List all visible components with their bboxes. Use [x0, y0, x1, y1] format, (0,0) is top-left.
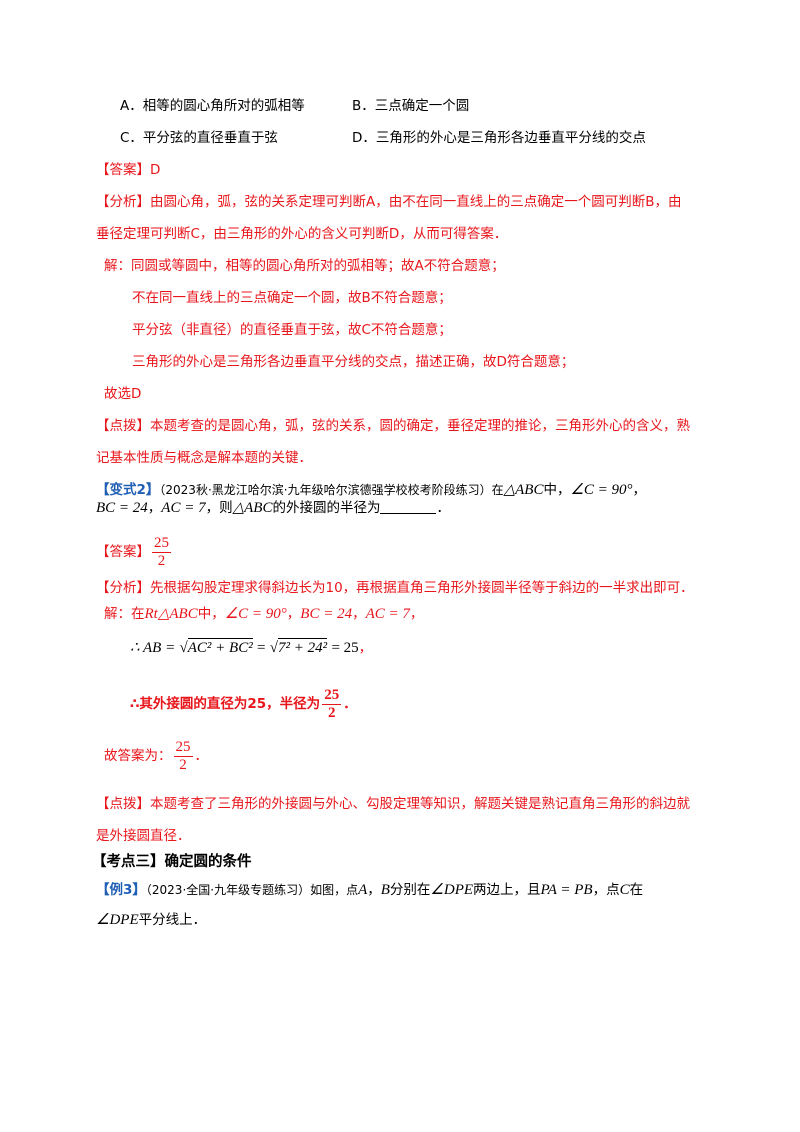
text-sides: 两边上，且	[473, 882, 541, 898]
bc-eq: BC = 24	[96, 500, 148, 516]
option-d: D．三角形的外心是三角形各边垂直平分线的交点	[352, 130, 646, 146]
example-source: （2023·全国·九年级专题练习）如图，点	[145, 883, 359, 897]
bc-eq: BC = 24	[300, 606, 353, 622]
q2-analysis: 【分析】先根据勾股定理求得斜边长为10，再根据直角三角形外接圆半径等于斜边的一半…	[96, 578, 694, 598]
q1-analysis-line2: 垂径定理可判断C，由三角形的外心的含义可判断D，从而可得答案．	[96, 226, 508, 242]
q3-question-line1: 【例3】（2023·全国·九年级专题练习）如图，点A，B分别在∠DPE两边上，且…	[96, 880, 643, 900]
sqrt-sign-2: √	[269, 640, 279, 656]
q2-tip-line2: 是外接圆直径．	[96, 828, 191, 844]
separator: ，	[367, 882, 381, 898]
equals: =	[257, 640, 266, 656]
angle-c-eq: ∠C = 90°	[570, 482, 633, 498]
analysis-tag: 【分析】	[96, 194, 150, 210]
equals-25: = 25	[331, 640, 359, 656]
q2-question-line2: BC = 24，AC = 7，则△ABC的外接圆的半径为 ．	[96, 498, 450, 518]
variant-tag: 【变式2】	[96, 482, 160, 498]
answer-tag: 【答案】	[96, 544, 150, 560]
bisector-text: 平分线上．	[138, 912, 207, 928]
radicand-1: AC² + BC²	[187, 638, 253, 656]
triangle-abc-2: △ABC	[232, 500, 273, 516]
comma: ，	[286, 606, 301, 622]
example-tag: 【例3】	[96, 882, 146, 898]
q1-analysis-line1: 【分析】由圆心角，弧，弦的关系定理可判断A，由不在同一直线上的三点确定一个圆可判…	[96, 192, 682, 212]
text-in: 中，	[543, 482, 571, 498]
solution-prefix: 解：在	[104, 606, 145, 622]
tip-tag: 【点拨】	[96, 796, 150, 812]
q1-solution-1: 解：同圆或等圆中，相等的圆心角所对的弧相等；故A不符合题意；	[104, 258, 505, 274]
q1-answer: 【答案】D	[96, 160, 160, 180]
option-b: B．三点确定一个圆	[352, 98, 470, 114]
point-c: C	[619, 882, 630, 898]
q1-tip-line1: 【点拨】本题考查的是圆心角，弧，弦的关系，圆的确定，垂径定理的推论，三角形外心的…	[96, 416, 690, 436]
text-then: ，则	[205, 500, 233, 516]
comma: ，	[352, 606, 366, 622]
sqrt-sign: √	[179, 640, 188, 656]
tip-text: 本题考查的是圆心角，弧，弦的关系，圆的确定，垂径定理的推论，三角形外心的含义，熟	[150, 418, 690, 434]
q1-solution-5: 故选D	[104, 386, 142, 402]
section-heading: 【考点三】确定圆的条件	[92, 854, 252, 870]
comma: ，	[358, 640, 373, 656]
comma: ，	[147, 500, 162, 516]
q2-tip-line1: 【点拨】本题考查了三角形的外接圆与外心、勾股定理等知识，解题关键是熟记直角三角形…	[96, 794, 690, 814]
period: ．	[343, 696, 357, 712]
q1-solution-3: 平分弦（非直径）的直径垂直于弦，故C不符合题意；	[132, 322, 452, 338]
q2-pythagoras: ∴ AB = √AC² + BC² = √7² + 24² = 25，	[130, 636, 372, 660]
final-text: 故答案为：	[104, 748, 172, 764]
analysis-tag: 【分析】	[96, 580, 150, 596]
option-a: A．相等的圆心角所对的弧相等	[120, 98, 305, 114]
point-b: B	[380, 882, 390, 898]
fraction-denominator: 2	[157, 552, 166, 569]
comma: ，	[632, 482, 647, 498]
text-in: 中，	[197, 606, 225, 622]
period: ．	[436, 500, 450, 516]
therefore-ab: ∴ AB =	[130, 640, 176, 656]
q2-question-line1: 【变式2】（2023秋·黑龙江哈尔滨·九年级哈尔滨德强学校校考阶段练习）在△AB…	[96, 480, 646, 500]
fraction-numerator: 25	[322, 686, 342, 705]
point-a: A	[358, 882, 368, 898]
comma: ，	[409, 606, 424, 622]
text-point: ，点	[592, 882, 620, 898]
radicand-2: 7² + 24²	[278, 638, 328, 656]
angle-dpe-2: ∠DPE	[96, 912, 139, 928]
period: ．	[194, 748, 209, 764]
text-on: 分别在	[389, 882, 431, 898]
analysis-text: 先根据勾股定理求得斜边长为10，再根据直角三角形外接圆半径等于斜边的一半求出即可…	[150, 580, 694, 596]
q1-solution-2: 不在同一直线上的三点确定一个圆，故B不符合题意；	[132, 290, 452, 306]
fraction-numerator: 25	[173, 738, 193, 757]
angle-c-eq: ∠C = 90°	[224, 606, 287, 622]
conclusion-text: ∴其外接圆的直径为25，半径为	[130, 696, 321, 712]
fraction-numerator: 25	[152, 534, 171, 553]
variant-source: （2023秋·黑龙江哈尔滨·九年级哈尔滨德强学校校考阶段练习）在	[159, 483, 504, 497]
q1-solution-4: 三角形的外心是三角形各边垂直平分线的交点，描述正确，故D符合题意；	[132, 354, 575, 370]
rt-triangle: Rt△ABC	[144, 606, 198, 622]
ac-eq: AC = 7	[365, 606, 410, 622]
tip-text: 本题考查了三角形的外接圆与外心、勾股定理等知识，解题关键是熟记直角三角形的斜边就	[150, 796, 690, 812]
fraction-denominator: 2	[327, 704, 336, 721]
angle-dpe: ∠DPE	[430, 882, 474, 898]
answer-blank	[380, 499, 437, 514]
fraction-denominator: 2	[179, 756, 187, 773]
answer-tag: 【答案】	[96, 162, 150, 178]
analysis-text: 由圆心角，弧，弦的关系定理可判断A，由不在同一直线上的三点确定一个圆可判断B，由	[150, 194, 682, 210]
triangle-abc: △ABC	[503, 482, 544, 498]
ac-eq: AC = 7	[161, 500, 206, 516]
q3-question-line2: ∠DPE平分线上．	[96, 910, 206, 930]
answer-value: D	[150, 162, 161, 178]
tip-tag: 【点拨】	[96, 418, 150, 434]
pa-eq-pb: PA = PB	[540, 882, 593, 898]
text-at: 在	[629, 882, 644, 898]
q1-tip-line2: 记基本性质与概念是解本题的关键．	[96, 450, 312, 466]
q2-solution-1: 解：在Rt△ABC中，∠C = 90°，BC = 24，AC = 7，	[104, 604, 423, 624]
option-c: C．平分弦的直径垂直于弦	[120, 130, 278, 146]
question-ask: 的外接圆的半径为	[272, 500, 381, 516]
